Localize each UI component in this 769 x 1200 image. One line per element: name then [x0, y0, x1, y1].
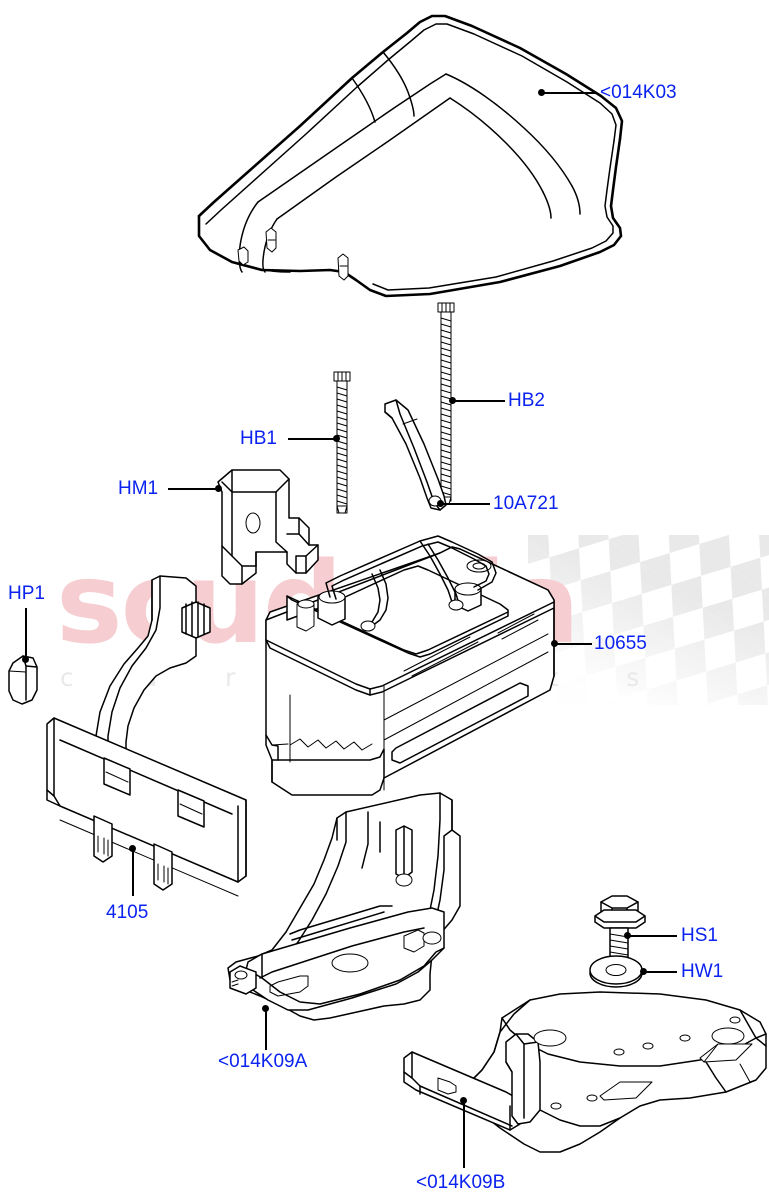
- leader-dot-clamp: [437, 500, 444, 507]
- leader-bolt-right: [455, 400, 505, 402]
- callout-washer: HW1: [681, 961, 724, 982]
- leader-bracket: [168, 488, 218, 490]
- callout-hex-flange-bolt: HS1: [681, 925, 718, 946]
- leader-dot-bolt-left: [333, 435, 340, 442]
- callout-plug-clip: HP1: [8, 583, 45, 604]
- part-mounting-bracket: [217, 469, 319, 585]
- leader-insulator: [132, 848, 134, 896]
- part-washer: [589, 955, 643, 988]
- leader-dot-tray-a: [262, 1005, 269, 1012]
- part-insulation-panel: [46, 575, 247, 897]
- leader-dot-plug: [22, 656, 29, 663]
- leader-dot-washer: [640, 968, 647, 975]
- leader-dot-screw: [624, 932, 631, 939]
- callout-battery-tray-support: <014K09A: [218, 1051, 308, 1072]
- leader-clamp: [442, 503, 490, 505]
- callout-battery: 10655: [594, 633, 647, 654]
- callout-mounting-bracket: HM1: [118, 478, 159, 499]
- part-battery-tray-support: [227, 792, 461, 1021]
- part-hold-down-clamp: [384, 399, 447, 511]
- part-long-bolt-right: [437, 302, 455, 505]
- leader-screw: [629, 935, 677, 937]
- callout-long-bolt-right: HB2: [508, 390, 545, 411]
- callout-battery-cover: <014K03: [600, 82, 677, 103]
- leader-dot-insulator: [129, 845, 136, 852]
- part-battery-cover: [197, 14, 624, 298]
- leader-cover: [541, 92, 595, 94]
- leader-dot-cover: [538, 89, 545, 96]
- part-battery-tray-panel: [403, 991, 767, 1153]
- leader-tray-a: [265, 1008, 267, 1050]
- leader-washer: [645, 971, 677, 973]
- callout-insulation-panel: 4105: [106, 902, 149, 923]
- leader-tray-b: [463, 1100, 465, 1168]
- leader-bolt-left: [288, 438, 336, 440]
- leader-plug: [25, 608, 27, 660]
- leader-dot-tray-b: [460, 1097, 467, 1104]
- part-plug-clip: [8, 655, 38, 705]
- callout-battery-tray-panel: <014K09B: [416, 1172, 506, 1193]
- part-battery: [265, 535, 555, 796]
- part-long-bolt-left: [333, 371, 351, 514]
- leader-dot-battery: [551, 640, 558, 647]
- leader-dot-bracket: [215, 485, 222, 492]
- leader-dot-bolt-right: [449, 397, 456, 404]
- callout-hold-down-clamp: 10A721: [493, 493, 559, 514]
- callout-long-bolt-left: HB1: [240, 428, 277, 449]
- leader-battery: [557, 643, 592, 645]
